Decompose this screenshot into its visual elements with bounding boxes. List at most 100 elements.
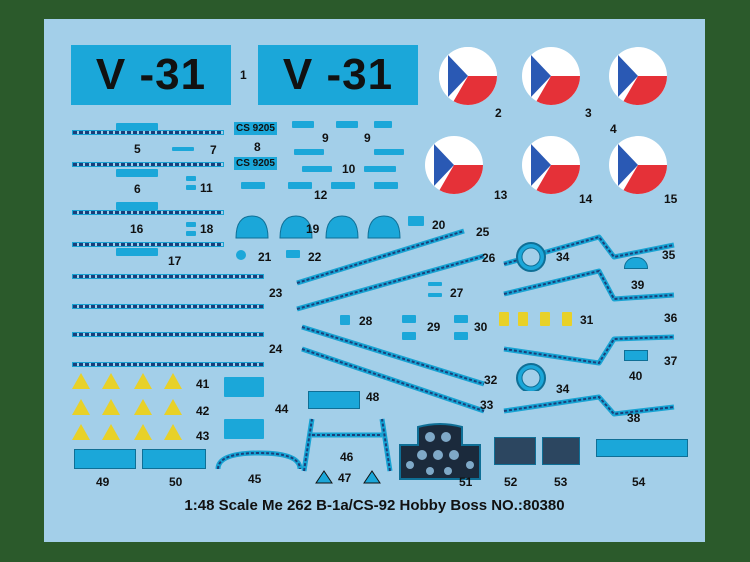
label-46: 46 [340, 450, 354, 464]
label-5: 5 [134, 142, 141, 156]
label-37: 37 [664, 354, 678, 368]
label-41: 41 [196, 377, 210, 391]
stencil-decal [224, 377, 264, 397]
pad-decal [331, 182, 355, 189]
label-23: 23 [269, 286, 283, 300]
stencil-decal [540, 312, 550, 326]
label-47: 47 [338, 471, 352, 485]
pad-decal [374, 182, 398, 189]
label-19: 19 [306, 222, 320, 236]
label-7: 7 [210, 143, 217, 157]
pad-decal [286, 250, 300, 258]
roundel-14 [522, 136, 580, 194]
stripe-decal [72, 274, 264, 279]
label-51: 51 [459, 475, 473, 489]
label-22: 22 [308, 250, 322, 264]
label-15: 15 [664, 192, 678, 206]
warning-triangle [134, 399, 152, 415]
roundel-group [425, 47, 667, 194]
label-42: 42 [196, 404, 210, 418]
registration-decal: CS 9205 [234, 157, 277, 170]
stencil-decal [340, 315, 350, 325]
label-14: 14 [579, 192, 593, 206]
code-decal-right: V -31 [258, 45, 418, 105]
label-30: 30 [474, 320, 488, 334]
label-20: 20 [432, 218, 446, 232]
panel-50 [142, 449, 206, 469]
warning-triangle [72, 424, 90, 440]
label-12: 12 [314, 188, 328, 202]
label-6: 6 [134, 182, 141, 196]
label-24: 24 [269, 342, 283, 356]
stencil-decal [562, 312, 572, 326]
warning-triangle [134, 373, 152, 389]
label-35: 35 [662, 248, 676, 262]
stencil-decal [374, 149, 404, 155]
instrument-panel-51 [399, 423, 481, 480]
registration-decal: CS 9205 [234, 122, 277, 135]
roundel-3 [522, 47, 580, 105]
warning-triangle [134, 424, 152, 440]
label-53: 53 [554, 475, 568, 489]
label-1: 1 [240, 68, 247, 82]
canopy-frame-46 [301, 418, 393, 472]
label-48: 48 [366, 390, 380, 404]
stencil-decal [428, 293, 442, 297]
stencil-decal [402, 332, 416, 340]
label-4: 4 [610, 122, 617, 136]
canopy-frame-45 [215, 450, 303, 470]
label-49: 49 [96, 475, 110, 489]
label-10: 10 [342, 162, 356, 176]
triangle-markers-47 [315, 470, 381, 484]
stencil-decal [454, 315, 468, 323]
panel-52 [494, 437, 536, 465]
diagonal-stripes [296, 228, 675, 417]
label-2: 2 [495, 106, 502, 120]
warning-triangle [164, 373, 182, 389]
label-36: 36 [664, 311, 678, 325]
pad-decal [408, 216, 424, 226]
label-38: 38 [627, 411, 641, 425]
warning-triangle [72, 399, 90, 415]
label-25: 25 [476, 225, 490, 239]
label-13: 13 [494, 188, 508, 202]
label-43: 43 [196, 429, 210, 443]
label-29: 29 [427, 320, 441, 334]
stencil-decal [224, 419, 264, 439]
label-33: 33 [480, 398, 494, 412]
label-28: 28 [359, 314, 373, 328]
warning-triangle [164, 399, 182, 415]
roundel-4 [609, 47, 667, 105]
label-17: 17 [168, 254, 182, 268]
stencil-decal [302, 166, 332, 172]
stripe-decal [72, 362, 264, 367]
panel-37 [624, 350, 648, 361]
label-9a: 9 [322, 131, 329, 145]
label-54: 54 [632, 475, 646, 489]
stencil-decal [364, 166, 396, 172]
stripe-decal [72, 210, 224, 215]
stencil-decal [116, 202, 158, 210]
small-panel-decal [186, 176, 196, 181]
label-40: 40 [629, 369, 643, 383]
stencil-decal [374, 121, 392, 128]
label-11: 11 [200, 181, 213, 195]
label-45: 45 [248, 472, 262, 486]
label-21: 21 [258, 250, 272, 264]
stencil-decal [336, 121, 358, 128]
code-decal-left: V -31 [71, 45, 231, 105]
roundel-2 [439, 47, 497, 105]
label-26: 26 [482, 251, 496, 265]
label-27: 27 [450, 286, 464, 300]
pad-decal [241, 182, 265, 189]
stripe-decal [72, 332, 264, 337]
warning-triangle [72, 373, 90, 389]
panel-54 [596, 439, 688, 457]
roundel-15 [609, 136, 667, 194]
dots-decal [172, 147, 194, 151]
panel-53 [542, 437, 580, 465]
stencil-decal [518, 312, 528, 326]
label-39: 39 [631, 278, 645, 292]
warning-triangle [164, 424, 182, 440]
small-panel-decal [186, 231, 196, 236]
